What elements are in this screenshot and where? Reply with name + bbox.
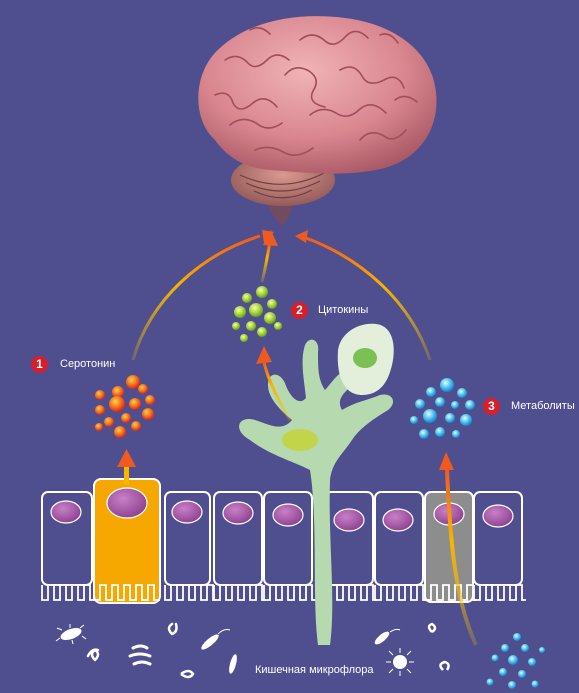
label-serotonin: Серотонин xyxy=(60,358,116,370)
serotonin-molecules xyxy=(95,375,155,438)
label-metabolites: Метаболиты xyxy=(511,400,575,412)
bacteria-icon xyxy=(55,622,450,679)
metabolite-molecules-bottom xyxy=(486,633,545,689)
badge-metabolites: 3 xyxy=(483,398,500,415)
arrow-metabolites-to-brain xyxy=(295,230,432,361)
arrow-up-metabolites xyxy=(439,452,478,646)
arrow-up-serotonin xyxy=(117,449,136,485)
arrow-cytokines-to-brain xyxy=(260,230,278,283)
label-microflora: Кишечная микрофлора xyxy=(255,664,374,676)
cytokine-molecules xyxy=(232,286,282,342)
arrow-up-cytokines xyxy=(256,346,292,421)
label-cytokines: Цитокины xyxy=(318,304,369,316)
metabolite-molecules xyxy=(410,378,475,439)
dendritic-cell-icon xyxy=(239,323,394,645)
badge-cytokines: 2 xyxy=(291,302,308,319)
badge-serotonin: 1 xyxy=(31,356,48,373)
arrow-serotonin-to-brain xyxy=(131,230,274,361)
brain-icon xyxy=(198,16,437,226)
